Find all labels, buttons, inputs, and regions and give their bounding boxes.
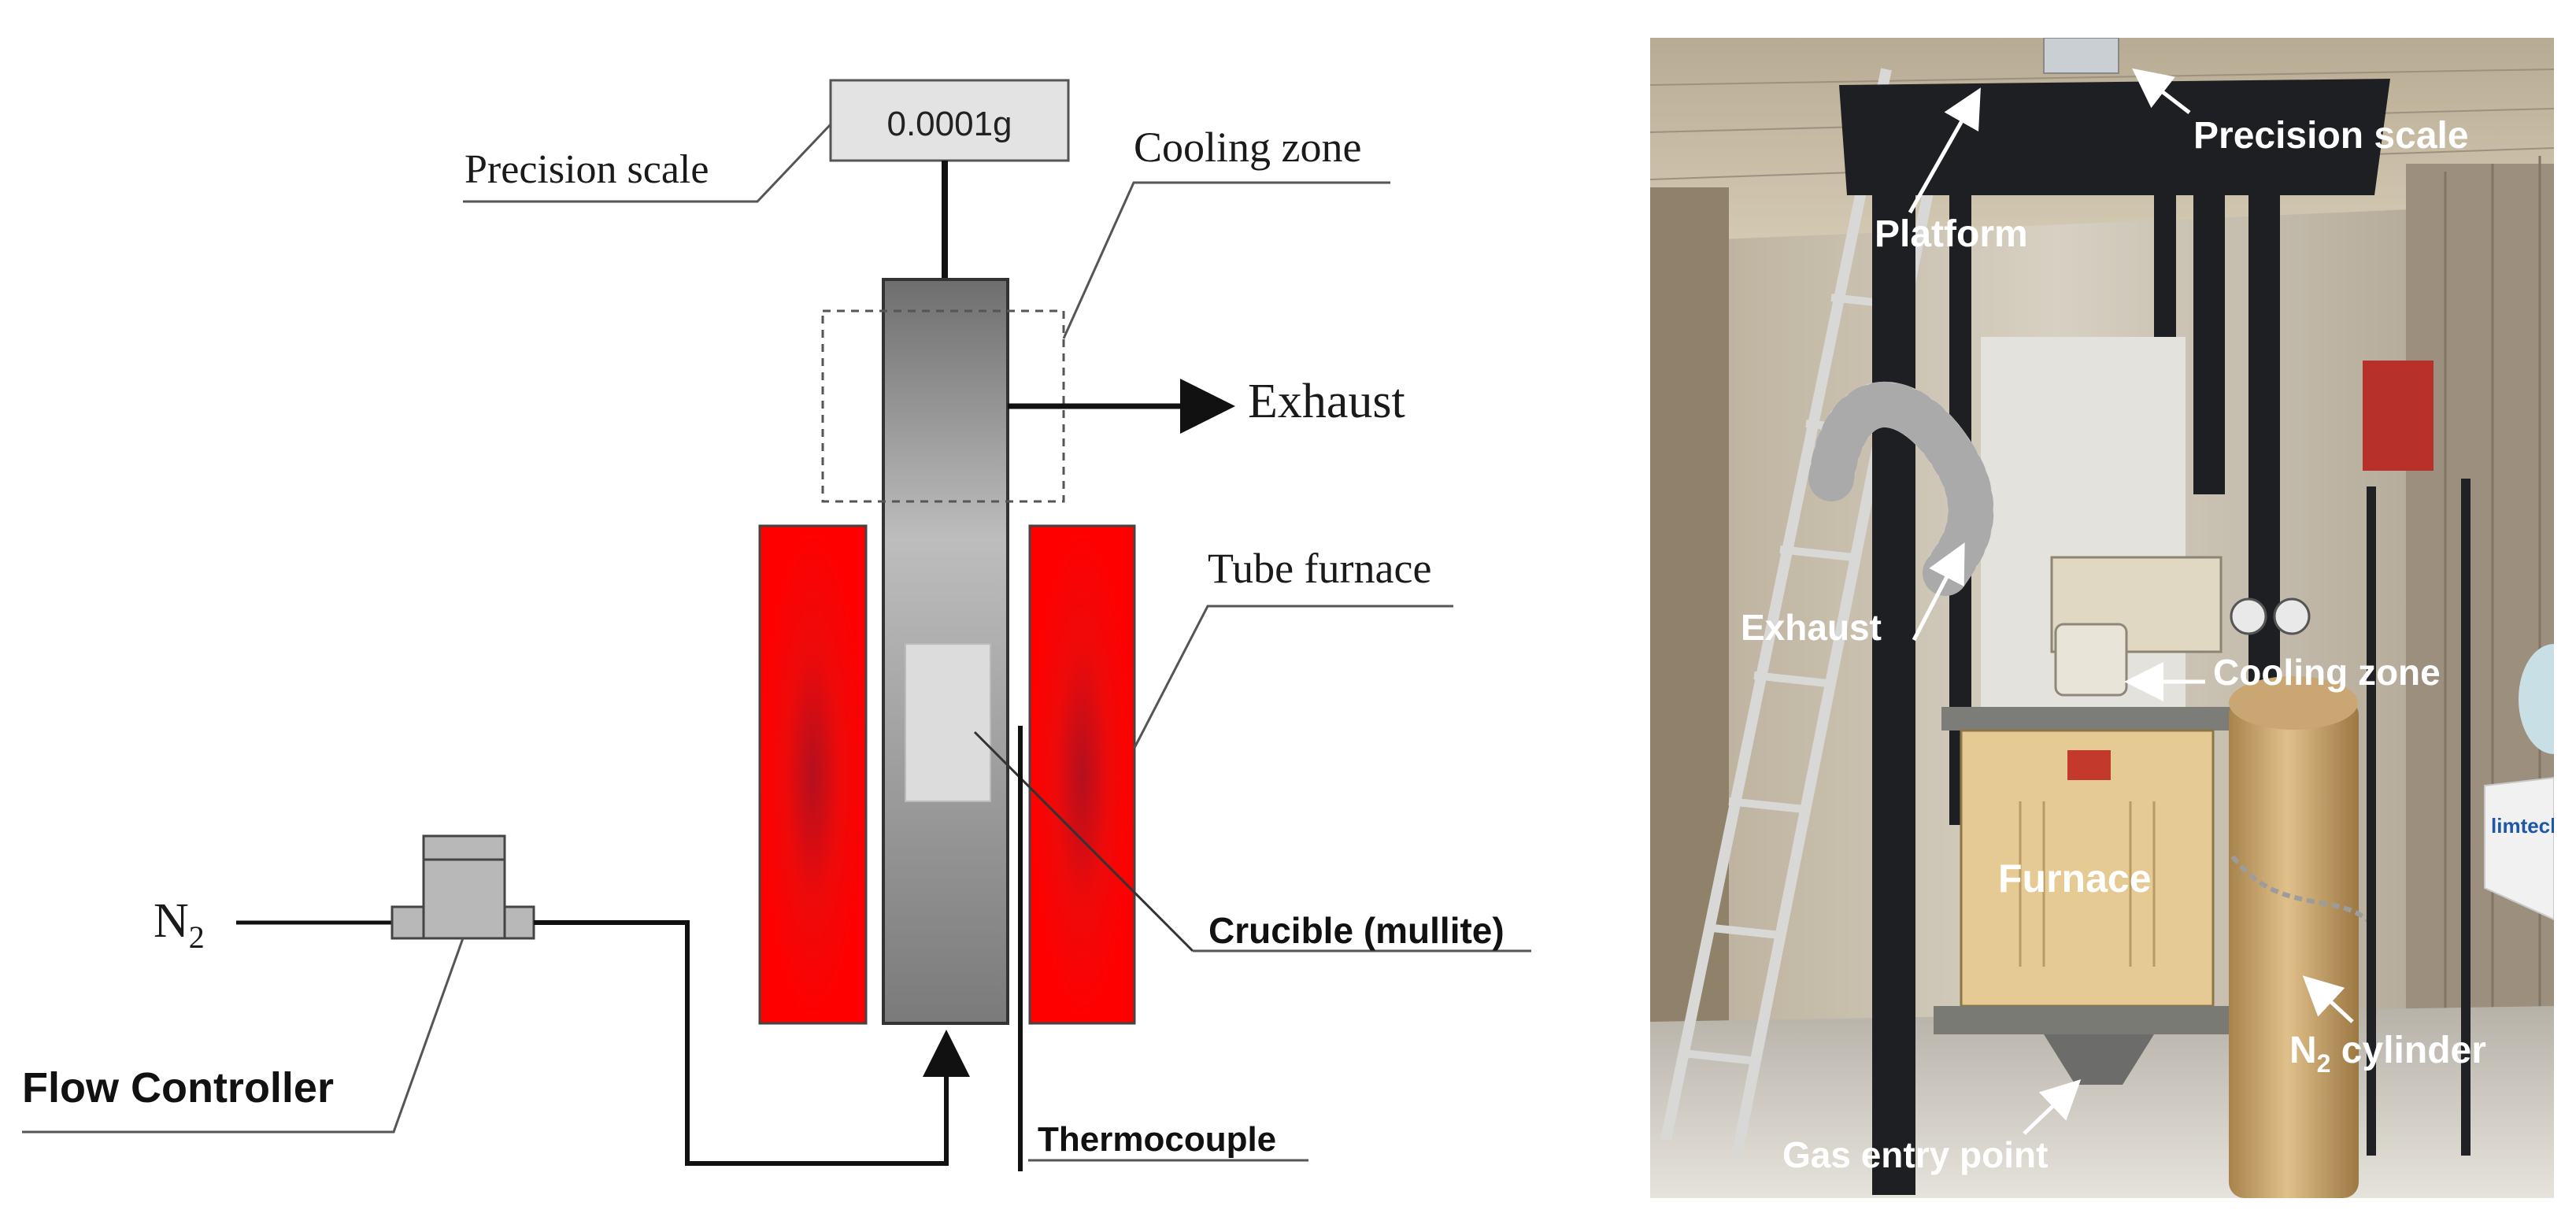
- crucible-leader: [973, 731, 1194, 952]
- flow-controller-label: Flow Controller: [22, 1064, 334, 1111]
- scale-device: [2043, 38, 2119, 74]
- photo-precision-scale-label: Precision scale: [2193, 115, 2469, 157]
- cooling-zone-box: [821, 309, 1065, 503]
- heater-left: [758, 524, 868, 1025]
- limtech-sign: limtech: [2484, 776, 2554, 921]
- heater-right: [1028, 524, 1136, 1025]
- limtech-sign-text: limtech: [2491, 814, 2554, 838]
- cooling-fitting: [2054, 623, 2128, 697]
- crucible: [905, 643, 991, 802]
- photo-platform-label: Platform: [1875, 213, 2028, 255]
- exhaust-label: Exhaust: [1248, 375, 1405, 428]
- photo-cooling-zone-label: Cooling zone: [2213, 652, 2441, 693]
- scale-readout: 0.0001g: [886, 105, 1012, 143]
- photo-platform-arrow: [1908, 87, 1981, 214]
- flow-controller: [390, 834, 535, 940]
- n2-label: N2: [154, 894, 205, 955]
- apparatus-schematic: 0.0001g Precision scale Cooling zone Exh…: [22, 79, 1531, 1171]
- gas-feed-line: [534, 920, 970, 1166]
- gas-entry-funnel: [2044, 1034, 2154, 1085]
- precision-scale-leader: [463, 123, 832, 203]
- flow-controller-leader: [22, 938, 464, 1134]
- precision-scale-label: Precision scale: [464, 147, 709, 192]
- cooling-zone-leader: [1062, 181, 1390, 339]
- photo-illustration: limtech Precision scale Platform Exhaust…: [1650, 38, 2554, 1198]
- photo-n2-cylinder-label: N2 cylinder: [2289, 1030, 2486, 1078]
- photo-gas-entry-label: Gas entry point: [1782, 1134, 2048, 1175]
- crucible-label: Crucible (mullite): [1208, 910, 1505, 951]
- photo-gas-entry-arrow: [2023, 1079, 2082, 1135]
- tube-furnace-leader: [1133, 605, 1453, 749]
- precision-scale-box: 0.0001g: [829, 79, 1070, 162]
- photo-precision-scale-arrow: [2132, 68, 2191, 114]
- photo-exhaust-arrow: [1912, 542, 1965, 642]
- photo-n2-cylinder-arrow: [2302, 975, 2354, 1023]
- apparatus-photo: limtech Precision scale Platform Exhaust…: [1650, 38, 2554, 1198]
- thermocouple-label: Thermocouple: [1038, 1120, 1276, 1159]
- photo-furnace-label: Furnace: [1998, 856, 2152, 901]
- tube-furnace-label: Tube furnace: [1208, 545, 1431, 592]
- photo-exhaust-label: Exhaust: [1741, 607, 1882, 648]
- n2-cylinder: [2229, 699, 2359, 1198]
- cooling-zone-label: Cooling zone: [1134, 124, 1361, 171]
